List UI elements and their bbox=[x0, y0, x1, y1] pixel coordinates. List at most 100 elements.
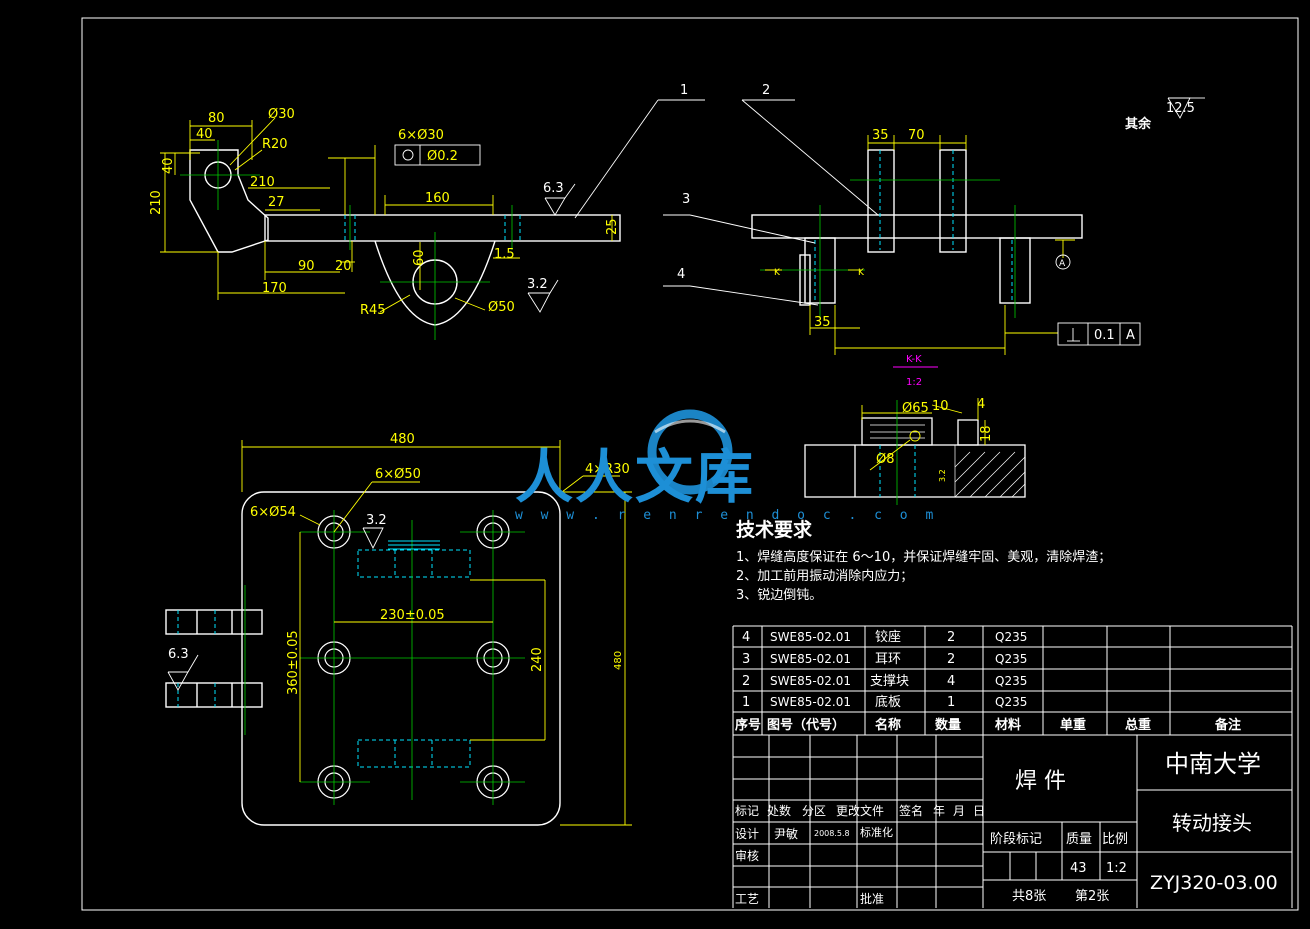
parts-cell: SWE85-02.01 bbox=[770, 630, 851, 644]
dim-d65: Ø65 bbox=[902, 401, 929, 416]
renren-logo-icon bbox=[647, 409, 733, 495]
drawing-title: 焊 件 bbox=[1015, 769, 1066, 794]
design-label: 设计 bbox=[735, 827, 759, 841]
side-view-dimensions: 35 70 35 K K bbox=[774, 128, 925, 330]
scale-label: 比例 bbox=[1102, 832, 1128, 847]
roughness-value: 12.5 bbox=[1166, 101, 1195, 116]
parts-header: 材料 bbox=[995, 717, 1021, 733]
rev-header: 处数 bbox=[767, 803, 791, 818]
tech-line-2: 2、加工前用振动消除内应力； bbox=[736, 569, 914, 584]
dim-210-v: 210 bbox=[149, 190, 164, 215]
dim-section-3-2: 3.2 bbox=[938, 469, 947, 482]
dim-240: 240 bbox=[530, 647, 545, 672]
dim-d8: Ø8 bbox=[876, 452, 895, 467]
tech-line-3: 3、锐边倒钝。 bbox=[736, 588, 823, 603]
drawing-number: ZYJ320-03.00 bbox=[1150, 872, 1278, 894]
part-name: 转动接头 bbox=[1172, 811, 1252, 835]
dim-35-top: 35 bbox=[872, 128, 889, 143]
parts-cell: 3 bbox=[742, 652, 750, 667]
parts-header: 序号 bbox=[735, 717, 761, 733]
dim-6x50: 6×Ø50 bbox=[375, 467, 421, 482]
parts-cell: SWE85-02.01 bbox=[770, 695, 851, 709]
dim-6x30: 6×Ø30 bbox=[398, 128, 444, 143]
balloon-3: 3 bbox=[682, 192, 690, 207]
rev-header: 月 bbox=[953, 804, 965, 818]
parts-cell: SWE85-02.01 bbox=[770, 652, 851, 666]
dim-10: 10 bbox=[932, 399, 949, 414]
technical-requirements: 技术要求 1、焊缝高度保证在 6～10，并保证焊缝牢固、美观，清除焊渣； 2、加… bbox=[736, 515, 1111, 605]
roughness-plan-3-2: 3.2 bbox=[366, 513, 387, 528]
dim-35-bottom: 35 bbox=[814, 315, 831, 330]
dim-480-h: 480 bbox=[613, 651, 624, 670]
parts-cell: Q235 bbox=[995, 652, 1027, 666]
balloon-2: 2 bbox=[762, 83, 770, 98]
dim-70: 70 bbox=[908, 128, 925, 143]
review-label: 审核 bbox=[735, 848, 759, 863]
parts-cell: 1 bbox=[742, 695, 750, 710]
plan-view bbox=[165, 440, 632, 826]
scale-value: 1:2 bbox=[1106, 861, 1127, 876]
dim-d30: Ø30 bbox=[268, 107, 295, 122]
dim-20: 20 bbox=[335, 259, 352, 274]
parts-cell: SWE85-02.01 bbox=[770, 674, 851, 688]
section-title: K-K bbox=[906, 354, 922, 365]
parts-cell: 铰座 bbox=[875, 630, 901, 645]
rev-header: 分区 bbox=[802, 804, 826, 818]
watermark-url: w w w . r e n r e n d o c . c o m bbox=[515, 508, 939, 523]
rev-header: 更改文件 bbox=[836, 803, 884, 818]
sheet-number: 第2张 bbox=[1075, 889, 1109, 904]
drawing-border bbox=[81, 17, 1299, 911]
mass-label: 质量 bbox=[1066, 832, 1092, 847]
dim-230: 230±0.05 bbox=[380, 608, 445, 623]
parts-cell: 4 bbox=[947, 674, 955, 689]
parts-cell: 1 bbox=[947, 695, 955, 710]
parts-header: 单重 bbox=[1060, 717, 1086, 733]
parts-header: 图号（代号） bbox=[767, 717, 845, 733]
parts-cell: 2 bbox=[742, 674, 750, 689]
dim-27: 27 bbox=[268, 195, 285, 210]
plan-view-dimensions: 480 6×Ø50 4×R30 6×Ø54 230±0.05 360±0.05 … bbox=[250, 432, 630, 695]
rev-header: 签名 bbox=[899, 803, 923, 818]
roughness-3-2: 3.2 bbox=[527, 277, 548, 292]
parts-header: 备注 bbox=[1214, 717, 1241, 733]
dim-1-5: 1.5 bbox=[494, 247, 515, 262]
rev-header: 标记 bbox=[735, 804, 759, 818]
parts-cell: Q235 bbox=[995, 674, 1027, 688]
dim-d50: Ø50 bbox=[488, 300, 515, 315]
section-dimensions: Ø65 10 4 18 Ø8 3.2 bbox=[876, 397, 994, 482]
school-name: 中南大学 bbox=[1165, 750, 1261, 778]
mass-value: 43 bbox=[1070, 861, 1087, 876]
dim-90: 90 bbox=[298, 259, 315, 274]
watermark-brand: 人人文库 bbox=[515, 443, 756, 511]
dim-360: 360±0.05 bbox=[286, 630, 301, 695]
balloon-1: 1 bbox=[680, 83, 688, 98]
dim-40-v: 40 bbox=[161, 157, 176, 174]
roughness-6-3: 6.3 bbox=[543, 181, 564, 196]
cut-mark-left: K bbox=[774, 268, 781, 278]
tech-title: 技术要求 bbox=[736, 519, 813, 541]
dim-4xr30: 4×R30 bbox=[585, 462, 630, 477]
datum-a-marker: A bbox=[1059, 259, 1066, 269]
dim-480-w: 480 bbox=[390, 432, 415, 447]
dim-60: 60 bbox=[412, 249, 427, 266]
parts-header: 总重 bbox=[1125, 717, 1151, 733]
dim-80: 80 bbox=[208, 111, 225, 126]
process-label: 工艺 bbox=[735, 892, 759, 906]
parts-cell: 2 bbox=[947, 630, 955, 645]
section-labels: K-K 1:2 bbox=[906, 354, 922, 388]
perpendicularity-datum: A bbox=[1126, 328, 1135, 343]
parts-cell: 2 bbox=[947, 652, 955, 667]
dim-25: 25 bbox=[605, 218, 620, 235]
dim-r45: R45 bbox=[360, 303, 386, 318]
dim-40: 40 bbox=[196, 127, 213, 142]
dim-6x54: 6×Ø54 bbox=[250, 505, 296, 520]
parts-cell: 底板 bbox=[875, 694, 901, 710]
sheets-total: 共8张 bbox=[1012, 889, 1046, 904]
perpendicularity-value: 0.1 bbox=[1094, 328, 1115, 343]
plan-holes bbox=[317, 515, 510, 799]
dim-r20: R20 bbox=[262, 137, 288, 152]
cut-mark-right: K bbox=[858, 268, 865, 278]
section-scale: 1:2 bbox=[906, 377, 922, 388]
parts-cell: Q235 bbox=[995, 695, 1027, 709]
